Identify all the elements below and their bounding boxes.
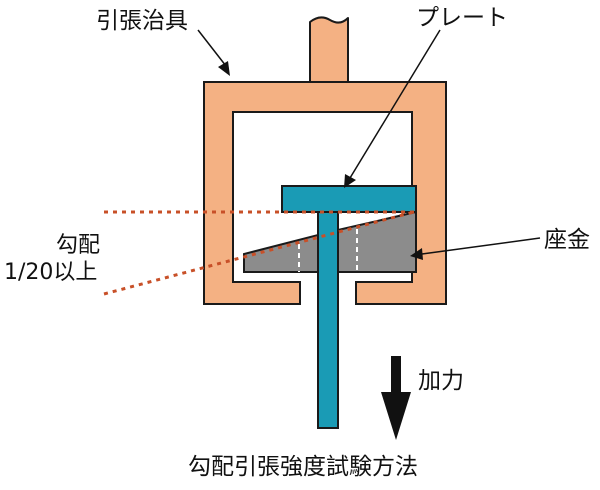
leader-arrowhead-plate (344, 174, 356, 188)
plate-label: プレート (416, 5, 508, 31)
tension-jig-label: 引張治具 (96, 8, 188, 34)
leader-line-plate (349, 29, 441, 179)
leader-arrowhead-jig (218, 61, 230, 76)
force-arrow-head (381, 392, 411, 440)
force-arrow-shaft (391, 356, 401, 394)
diagram-caption: 勾配引張強度試験方法 (188, 454, 418, 480)
plate-stem (317, 207, 339, 429)
jig-top-rod (309, 16, 349, 83)
leader-line-seat (421, 237, 541, 255)
tension-jig-frame (203, 81, 447, 305)
leader-line-jig (197, 29, 227, 67)
slope-label-line2: 1/20以上 (4, 260, 97, 285)
plate-bar (281, 185, 417, 213)
leader-arrowhead-seat (410, 248, 423, 260)
force-label: 加力 (418, 368, 464, 394)
seat-label: 座金 (544, 227, 590, 253)
slope-label-line1: 勾配 (56, 233, 100, 258)
